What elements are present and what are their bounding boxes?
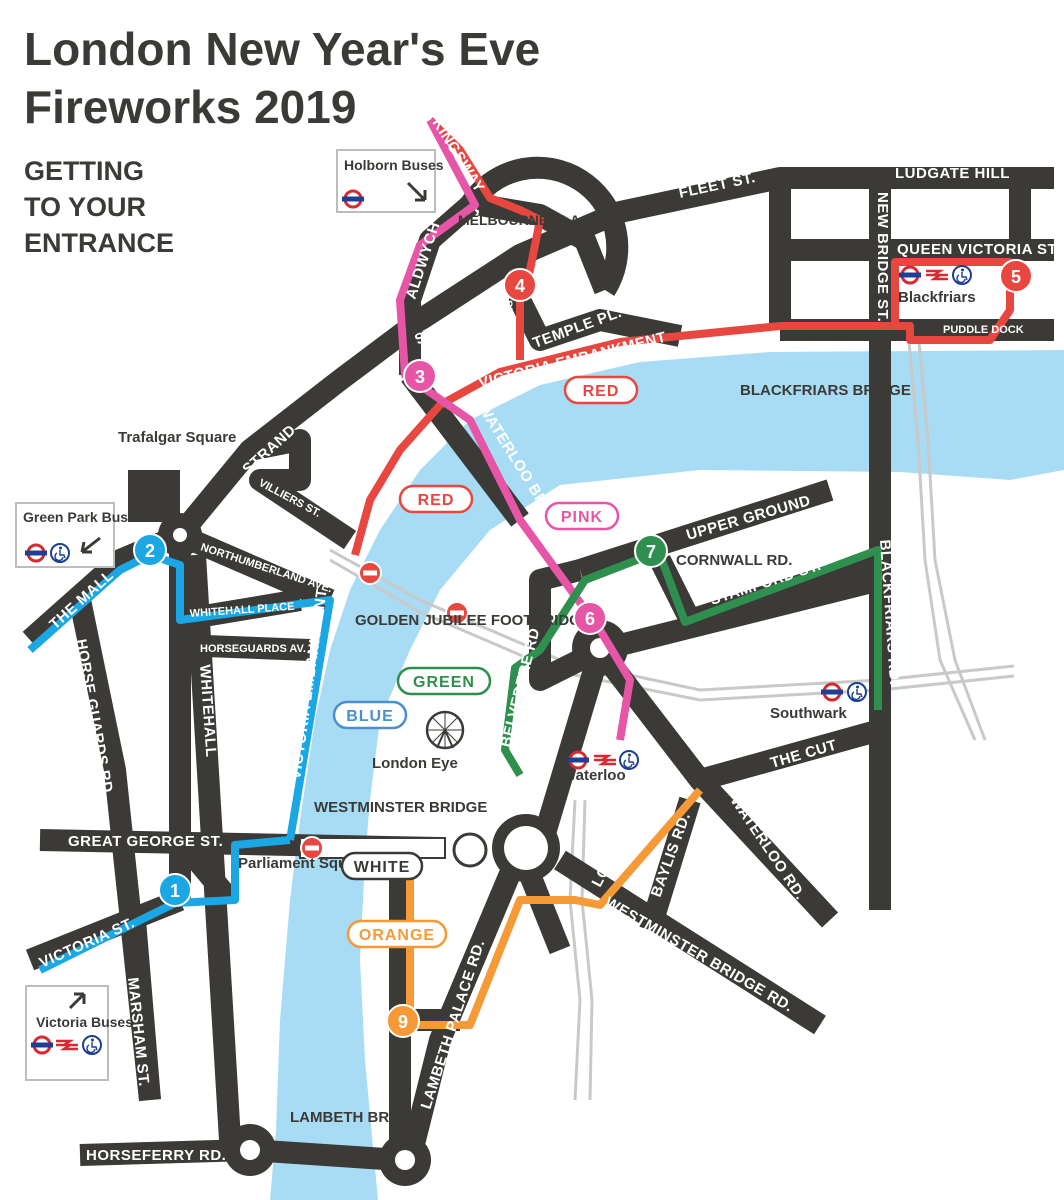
zone-blue: BLUE bbox=[346, 708, 394, 725]
zone-green: GREEN bbox=[413, 674, 475, 691]
title-line-1: London New Year's Eve bbox=[24, 23, 541, 75]
road-label-upper-ground: UPPER GROUND bbox=[684, 492, 812, 544]
blue-route bbox=[27, 551, 334, 974]
arrow-icon bbox=[406, 181, 427, 202]
wheelchair-access-icon bbox=[847, 682, 867, 702]
entrance-5: 5 bbox=[999, 259, 1033, 293]
road-label-queen-victoria: QUEEN VICTORIA ST. bbox=[897, 241, 1060, 258]
title-line-2: Fireworks 2019 bbox=[24, 81, 357, 133]
entrance-2: 2 bbox=[133, 533, 167, 567]
roundabouts bbox=[128, 156, 629, 1186]
svg-text:5: 5 bbox=[1011, 267, 1021, 287]
river-thames bbox=[270, 350, 1064, 1200]
subtitle-line-1: GETTING bbox=[24, 156, 144, 186]
svg-text:9: 9 bbox=[398, 1012, 408, 1032]
no-entry-icon bbox=[358, 561, 382, 585]
info-box-green-park: Green Park Buses bbox=[15, 502, 144, 568]
wheelchair-access-icon bbox=[619, 750, 639, 770]
entrance-8: 8 bbox=[452, 832, 488, 868]
holborn-label: Holborn Buses bbox=[344, 157, 444, 173]
road-label-great-george: GREAT GEORGE ST. bbox=[68, 833, 223, 850]
road-label-whitehall: WHITEHALL bbox=[196, 664, 219, 758]
entrance-7: 7 bbox=[634, 534, 668, 568]
svg-text:8: 8 bbox=[465, 841, 475, 861]
entrance-1: 1 bbox=[158, 873, 192, 907]
subtitle-line-2: TO YOUR bbox=[24, 192, 147, 222]
place-labels: MELBOURNE PLACE BLACKFRIARS BRIDGE Black… bbox=[118, 212, 976, 1126]
road-label-westminster-bridge-rd: WESTMINSTER BRIDGE RD. bbox=[602, 894, 796, 1016]
place-melbourne: MELBOURNE PLACE bbox=[458, 212, 600, 228]
place-blackfriars-bridge: BLACKFRIARS BRIDGE bbox=[740, 382, 911, 399]
green-park-label: Green Park Buses bbox=[23, 509, 144, 525]
entrance-3: 3 bbox=[403, 359, 437, 393]
arrow-icon bbox=[80, 536, 101, 554]
road-label-surrey: SURREY ST. bbox=[502, 300, 514, 365]
info-box-holborn: Holborn Buses bbox=[336, 149, 444, 213]
victoria-label: Victoria Buses bbox=[36, 1014, 133, 1030]
svg-text:2: 2 bbox=[145, 541, 155, 561]
subtitle-line-3: ENTRANCE bbox=[24, 228, 175, 258]
entrance-4: 4 bbox=[503, 268, 537, 302]
wheelchair-access-icon bbox=[952, 265, 972, 285]
place-westminster-bridge: WESTMINSTER BRIDGE bbox=[314, 799, 487, 816]
info-box-victoria: Victoria Buses bbox=[25, 985, 133, 1081]
place-parliament: Parliament Square bbox=[238, 855, 370, 872]
road-label-horseferry: HORSEFERRY RD. bbox=[86, 1147, 226, 1164]
ferris-wheel-icon bbox=[425, 710, 465, 750]
zone-pink: PINK bbox=[561, 509, 603, 526]
place-cornwall: CORNWALL RD. bbox=[676, 552, 792, 569]
place-london-eye: London Eye bbox=[372, 755, 458, 772]
wheelchair-access-icon bbox=[50, 543, 70, 563]
svg-text:3: 3 bbox=[415, 367, 425, 387]
svg-text:7: 7 bbox=[646, 542, 656, 562]
zone-orange: ORANGE bbox=[359, 927, 435, 944]
entrance-markers: 1 2 3 4 5 6 7 8 bbox=[133, 259, 1033, 1038]
place-lambeth-bridge: LAMBETH BRIDGE bbox=[290, 1109, 426, 1126]
pink-route bbox=[396, 118, 634, 741]
place-waterloo: Waterloo bbox=[562, 767, 626, 784]
place-golden-jubilee: GOLDEN JUBILEE FOOTBRIDGE bbox=[355, 612, 591, 629]
green-route bbox=[501, 546, 882, 778]
road-label-ludgate: LUDGATE HILL bbox=[895, 165, 1010, 182]
place-trafalgar: Trafalgar Square bbox=[118, 429, 236, 446]
entrance-6: 6 bbox=[573, 601, 607, 635]
svg-text:4: 4 bbox=[515, 276, 525, 296]
zone-red-north: RED bbox=[583, 383, 620, 400]
svg-text:1: 1 bbox=[170, 881, 180, 901]
underground-roundel-icon bbox=[819, 682, 845, 702]
entrance-9: 9 bbox=[386, 1004, 420, 1038]
underground-roundel-icon bbox=[897, 265, 923, 285]
zone-white: WHITE bbox=[354, 859, 411, 876]
national-rail-icon bbox=[592, 754, 618, 766]
national-rail-icon bbox=[924, 269, 950, 281]
arrow-icon bbox=[68, 992, 86, 1010]
road-label-kingsway: KINGSWAY bbox=[429, 115, 488, 195]
wheelchair-access-icon bbox=[82, 1035, 102, 1055]
svg-text:6: 6 bbox=[585, 609, 595, 629]
place-southwark: Southwark bbox=[770, 705, 847, 722]
road-label-waterloo-rd: WATERLOO RD. bbox=[727, 793, 809, 903]
zone-red-south: RED bbox=[418, 492, 455, 509]
place-blackfriars: Blackfriars bbox=[898, 289, 976, 306]
road-label-horseguards-ave: HORSEGUARDS AV. bbox=[200, 643, 306, 655]
zone-pills: RED RED PINK GREEN BLUE WHITE ORANGE bbox=[332, 375, 639, 949]
road-label-new-bridge: NEW BRIDGE ST. bbox=[874, 192, 891, 322]
road-label-puddle-dock: PUDDLE DOCK bbox=[943, 324, 1024, 336]
